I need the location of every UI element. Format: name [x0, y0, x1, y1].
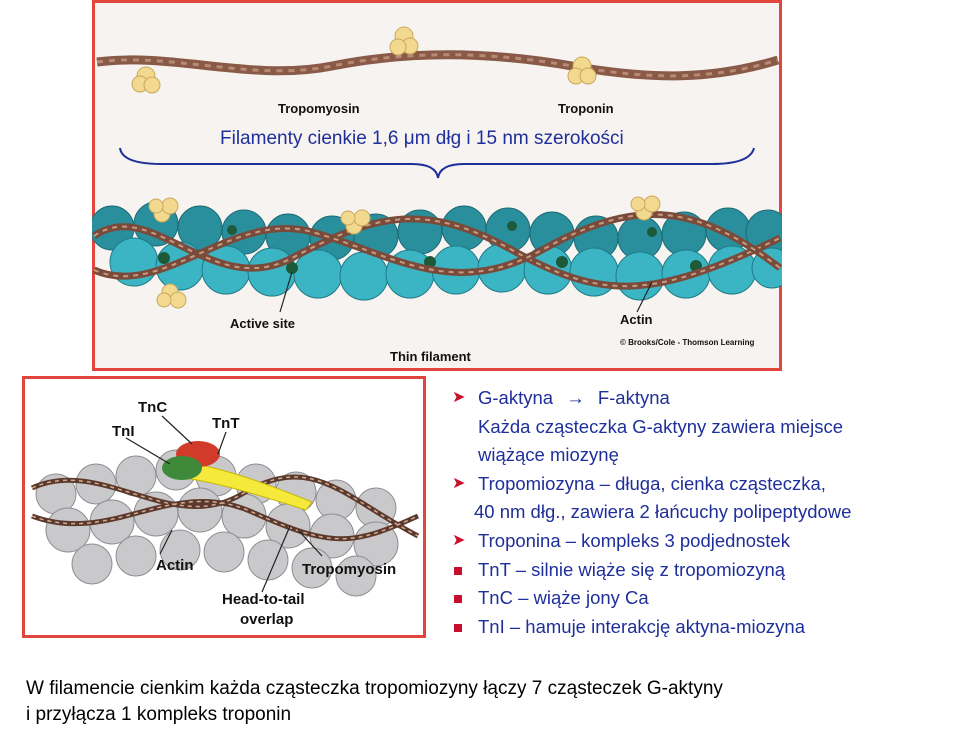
- right-arrow-icon: →: [566, 387, 585, 408]
- troponin-complexes: [148, 195, 661, 309]
- summary-line-1: W filamencie cienkim każda cząsteczka tr…: [26, 678, 723, 699]
- brace: [119, 147, 755, 179]
- thin-filament-illustration: Tropomyosin Troponin: [92, 0, 782, 371]
- actin-description-line1: Każda cząsteczka G-aktyny zawiera miejsc…: [478, 415, 843, 437]
- label-tropomyosin-bottom: Tropomyosin: [302, 561, 396, 578]
- list-item-tnc: TnC – wiąże jony Ca: [452, 584, 957, 613]
- label-tropomyosin: Tropomyosin: [278, 101, 360, 116]
- label-tnc: TnC: [138, 399, 167, 416]
- square-bullet-icon: [454, 623, 462, 632]
- list-item-tni: TnI – hamuje interakcję aktyna-miozyna: [452, 613, 957, 642]
- arrow-bullet-icon: ➤: [452, 389, 466, 406]
- label-tni: TnI: [112, 423, 135, 440]
- arrow-bullet-icon: ➤: [452, 531, 466, 549]
- g-actin-spheres: [35, 449, 399, 597]
- arrow-bullet-icon: ➤: [452, 474, 466, 492]
- label-head-to-tail: Head-to-tail: [222, 591, 305, 608]
- thin-filament-figure: Tropomyosin Troponin: [92, 0, 782, 372]
- tropomyosin-description-line1: Tropomiozyna – długa, cienka cząsteczka,: [478, 472, 826, 494]
- label-overlap: overlap: [240, 611, 293, 628]
- label-troponin: Troponin: [558, 101, 614, 116]
- actin-filament: [92, 195, 782, 309]
- label-actin-bottom: Actin: [156, 557, 194, 574]
- f-actin-term: F-aktyna: [597, 387, 670, 408]
- tropomyosin-description-line2: 40 nm dłg., zawiera 2 łańcuchy polipepty…: [474, 501, 852, 523]
- active-site-pointer: [279, 271, 293, 313]
- square-bullet-icon: [454, 595, 462, 604]
- label-thin-filament: Thin filament: [390, 349, 472, 364]
- list-item-tropomyosin-line2: 40 nm dłg., zawiera 2 łańcuchy polipepty…: [452, 498, 957, 527]
- summary-text: W filamencie cienkim każda cząsteczka tr…: [26, 676, 723, 728]
- square-bullet-icon: [454, 566, 462, 575]
- list-item-actin-line3: wiążące miozynę: [452, 441, 957, 470]
- label-tnt: TnT: [212, 415, 240, 432]
- list-item-troponin: ➤ Troponina – kompleks 3 podjednostek: [452, 527, 957, 556]
- label-actin: Actin: [620, 312, 653, 327]
- troponin-complex-figure: TnC TnI TnT Actin Tropomyosin Head-to-ta…: [22, 376, 426, 638]
- tnt-description: TnT – silnie wiąże się z tropomiozyną: [478, 558, 786, 580]
- properties-list: ➤ G-aktyna → F-aktyna Każda cząsteczka G…: [452, 384, 957, 641]
- g-actin-term: G-aktyna: [478, 387, 554, 408]
- list-item-actin: ➤ G-aktyna → F-aktyna: [452, 384, 957, 413]
- list-item-tropomyosin: ➤ Tropomiozyna – długa, cienka cząsteczk…: [452, 470, 957, 499]
- tni-subunit: [162, 456, 202, 480]
- tropomyosin-strand-1: [92, 215, 782, 290]
- thin-filament-title: Filamenty cienkie 1,6 μm dłg i 15 nm sze…: [220, 128, 624, 149]
- tnc-description: TnC – wiąże jony Ca: [478, 587, 649, 609]
- copyright-credit: © Brooks/Cole - Thomson Learning: [620, 338, 754, 347]
- troponin-cluster-top: [131, 26, 597, 94]
- tni-description: TnI – hamuje interakcję aktyna-miozyna: [478, 615, 805, 637]
- label-active-site: Active site: [230, 316, 295, 331]
- tropomyosin-strand-top: [96, 50, 780, 81]
- actin-pointer: [636, 281, 653, 313]
- troponin-description: Troponina – kompleks 3 podjednostek: [478, 529, 790, 551]
- list-item-tnt: TnT – silnie wiąże się z tropomiozyną: [452, 556, 957, 585]
- list-item-actin-line2: Każda cząsteczka G-aktyny zawiera miejsc…: [452, 413, 957, 442]
- tnt-subunit: [167, 459, 313, 511]
- actin-description-line2: wiążące miozynę: [478, 444, 619, 466]
- troponin-complex-illustration: TnC TnI TnT Actin Tropomyosin Head-to-ta…: [22, 376, 426, 638]
- summary-line-2: i przyłącza 1 kompleks troponin: [26, 704, 292, 725]
